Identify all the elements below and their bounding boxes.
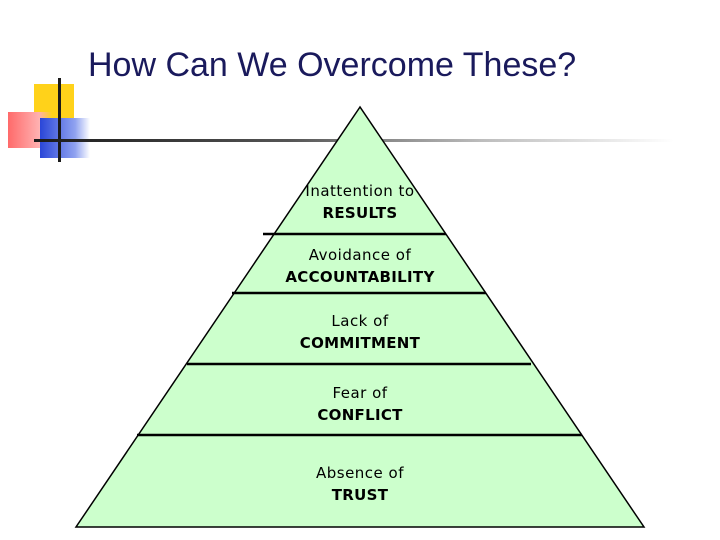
pyramid-level-accountability: Avoidance of ACCOUNTABILITY bbox=[140, 244, 580, 288]
pyramid-level-trust: Absence of TRUST bbox=[140, 462, 580, 506]
slide-title: How Can We Overcome These? bbox=[88, 46, 577, 84]
level-prefix: Inattention to bbox=[305, 182, 415, 200]
level-keyword: RESULTS bbox=[322, 204, 398, 222]
level-prefix: Fear of bbox=[332, 384, 388, 402]
level-prefix: Avoidance of bbox=[308, 246, 412, 264]
decorative-blue-square bbox=[40, 118, 90, 158]
level-prefix: Lack of bbox=[331, 312, 389, 330]
pyramid-triangle bbox=[74, 105, 646, 528]
level-keyword: CONFLICT bbox=[317, 406, 403, 424]
pyramid-level-conflict: Fear of CONFLICT bbox=[140, 382, 580, 426]
level-prefix: Absence of bbox=[315, 464, 405, 482]
pyramid-level-results: Inattention to RESULTS bbox=[140, 180, 580, 224]
level-keyword: TRUST bbox=[331, 486, 389, 504]
level-keyword: ACCOUNTABILITY bbox=[285, 268, 435, 286]
level-keyword: COMMITMENT bbox=[299, 334, 421, 352]
pyramid-level-commitment: Lack of COMMITMENT bbox=[140, 310, 580, 354]
decorative-vertical-line bbox=[58, 78, 61, 162]
